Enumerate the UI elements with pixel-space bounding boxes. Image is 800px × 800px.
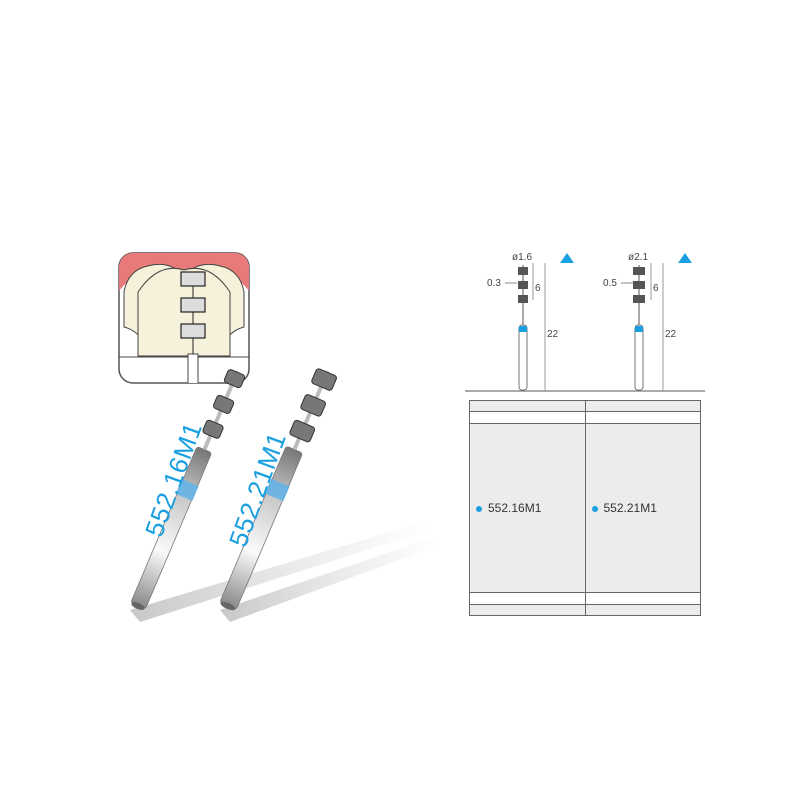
table-cell bbox=[469, 399, 586, 413]
diameter-label-right: ø2.1 bbox=[628, 252, 648, 263]
table-cell bbox=[584, 592, 701, 605]
table-cell bbox=[584, 411, 701, 424]
dot-icon bbox=[591, 505, 598, 512]
spec-table: 552.16M1 552.21M1 bbox=[469, 399, 701, 617]
product-code-right: 552.21M1 bbox=[603, 500, 657, 515]
technical-drawings: ø1.6 0.3 6 22 ø2.1 0.5 6 22 bbox=[465, 252, 705, 392]
table-cell bbox=[584, 399, 701, 413]
table-cell bbox=[469, 603, 586, 617]
bur-right bbox=[220, 368, 337, 611]
table-row bbox=[469, 399, 701, 413]
bur-left bbox=[131, 369, 246, 610]
drawing-left: ø1.6 0.3 6 22 bbox=[487, 252, 574, 391]
triangle-icon bbox=[678, 253, 692, 263]
table-row bbox=[469, 603, 701, 617]
table-row bbox=[469, 592, 701, 605]
table-cell bbox=[584, 603, 701, 617]
bur-photo: 552.16M1 552.21M1 bbox=[110, 360, 440, 630]
triangle-icon bbox=[560, 253, 574, 263]
table-cell: 552.16M1 bbox=[469, 422, 586, 594]
product-code-left: 552.16M1 bbox=[488, 500, 542, 515]
drawing-right: ø2.1 0.5 6 22 bbox=[603, 252, 692, 391]
table-row: 552.16M1 552.21M1 bbox=[469, 422, 701, 594]
diameter-label-left: ø1.6 bbox=[512, 252, 532, 263]
tooth-inset-illustration bbox=[118, 252, 250, 384]
table-cell bbox=[469, 592, 586, 605]
tip-label-left: 0.3 bbox=[487, 278, 501, 289]
table-row bbox=[469, 411, 701, 424]
working-label-left: 6 bbox=[535, 283, 541, 294]
dot-icon bbox=[476, 505, 482, 512]
working-label-right: 6 bbox=[653, 283, 659, 294]
total-label-right: 22 bbox=[665, 329, 677, 340]
total-label-left: 22 bbox=[547, 329, 559, 340]
tip-label-right: 0.5 bbox=[603, 278, 617, 289]
table-cell bbox=[469, 411, 586, 424]
table-cell: 552.21M1 bbox=[584, 422, 701, 594]
